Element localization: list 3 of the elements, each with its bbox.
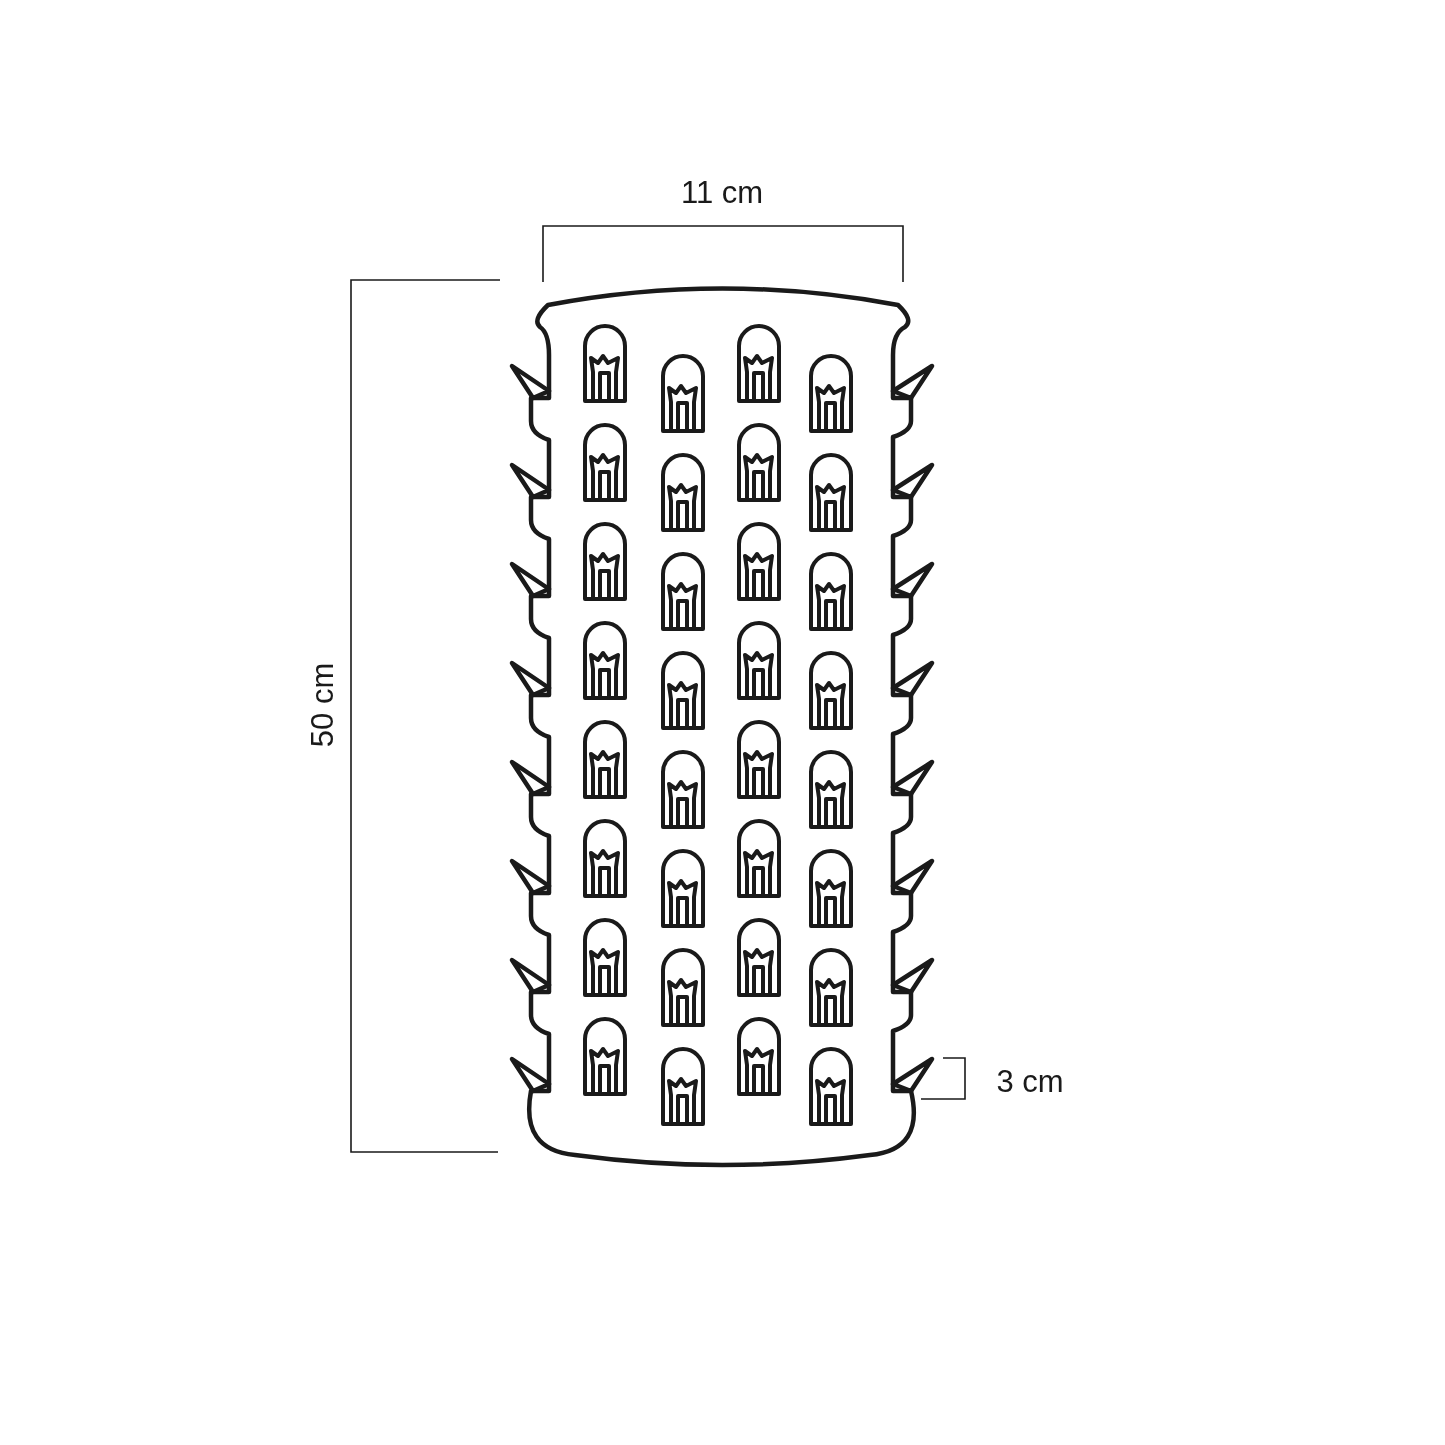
dimension-label: 11 cm xyxy=(680,175,764,211)
dimension-label: 50 cm xyxy=(305,662,341,748)
dimension-label: 3 cm xyxy=(996,1064,1064,1100)
